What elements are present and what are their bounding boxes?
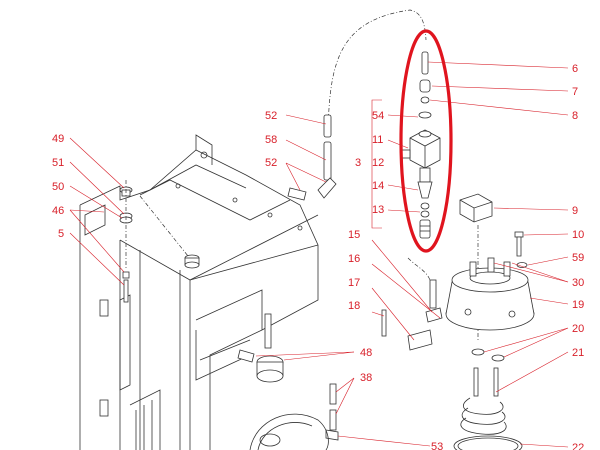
label-22: 22 [572, 442, 584, 450]
label-21: 21 [572, 347, 584, 359]
left-small-parts [119, 180, 200, 303]
leader-lines [69, 61, 569, 448]
label-53: 53 [431, 441, 443, 450]
label-9: 9 [572, 205, 578, 217]
label-16: 16 [348, 253, 360, 265]
label-50: 50 [52, 181, 64, 193]
center-parts [237, 9, 427, 450]
label-12: 12 [372, 157, 384, 169]
label-58: 58 [265, 134, 277, 146]
part-labels: 6 7 8 54 11 3 12 14 13 9 10 59 30 19 20 … [52, 63, 584, 450]
label-20: 20 [572, 323, 584, 335]
label-52-bottom: 52 [265, 157, 277, 169]
solenoid-valve-assembly [401, 51, 441, 239]
label-51: 51 [52, 157, 64, 169]
label-17: 17 [348, 277, 360, 289]
highlight-ellipse [399, 29, 453, 253]
label-15: 15 [348, 229, 360, 241]
label-18: 18 [348, 300, 360, 312]
label-10: 10 [572, 229, 584, 241]
label-52-top: 52 [265, 110, 277, 122]
label-7: 7 [572, 86, 578, 98]
valve-parts [381, 257, 443, 351]
label-14: 14 [372, 180, 384, 192]
label-3: 3 [355, 157, 361, 169]
label-6: 6 [572, 63, 578, 75]
label-19: 19 [572, 299, 584, 311]
label-30: 30 [572, 277, 584, 289]
label-49: 49 [52, 133, 64, 145]
machine-frame [79, 134, 319, 450]
boiler-parts [445, 193, 535, 450]
label-38: 38 [360, 372, 372, 384]
label-54: 54 [372, 110, 384, 122]
label-5: 5 [58, 228, 64, 240]
label-59: 59 [572, 252, 584, 264]
label-13: 13 [372, 204, 384, 216]
label-11: 11 [372, 134, 383, 146]
label-8: 8 [572, 110, 578, 122]
label-48: 48 [360, 347, 372, 359]
label-46: 46 [52, 205, 64, 217]
